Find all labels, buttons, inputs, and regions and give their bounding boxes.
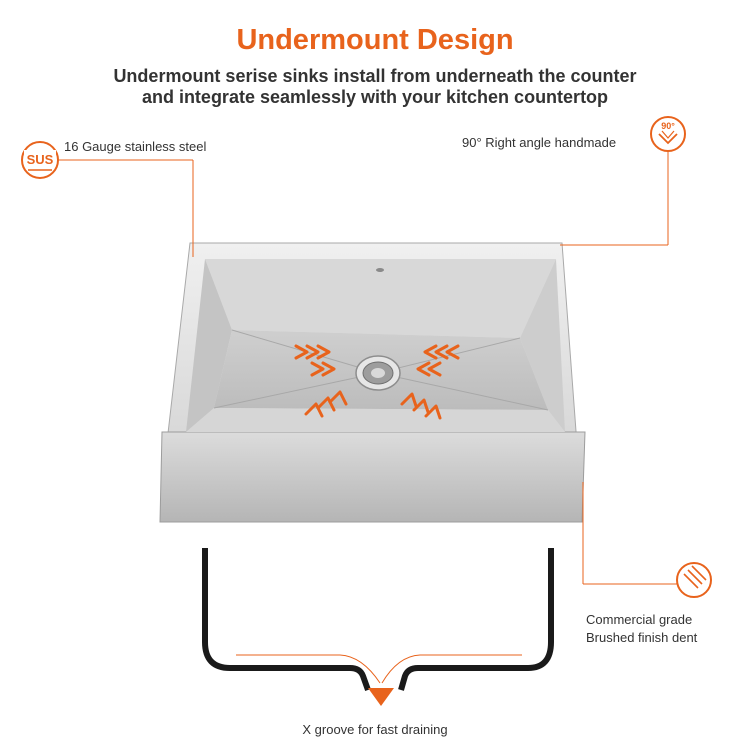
page-subtitle: Undermount serise sinks install from und…: [0, 66, 750, 108]
page-title: Undermount Design: [236, 24, 514, 56]
brushed-lines-icon: [676, 562, 712, 598]
svg-text:90°: 90°: [661, 121, 675, 131]
flow-arrows: [294, 344, 460, 420]
callout-angle: 90°: [560, 116, 686, 246]
callout-steel: SUS: [21, 141, 194, 257]
sink-bowl-left-wall: [186, 259, 232, 432]
flow-arrow-bottom-left: [304, 390, 348, 418]
sink-apron: [159, 431, 586, 523]
groove-line-right-top: [377, 337, 521, 374]
sink-illustration: [159, 242, 586, 523]
sink-bowl-right-wall: [520, 259, 565, 432]
callout-finish: [582, 482, 712, 598]
drain-arrow-icon: [368, 688, 394, 706]
sink-bowl-back-wall: [205, 259, 556, 338]
subtitle-line-1: Undermount serise sinks install from und…: [113, 66, 637, 86]
callout-groove-text: X groove for fast draining: [302, 722, 448, 737]
faucet-hole: [376, 268, 384, 272]
sink-profile: [202, 548, 554, 706]
callout-finish-text: Commercial grade Brushed finish dent: [586, 611, 697, 647]
groove-line-left-bottom: [213, 372, 379, 409]
callout-finish-line-1: Commercial grade: [586, 612, 693, 627]
groove-curve-right: [381, 654, 522, 684]
flow-arrow-top-right: [416, 344, 460, 377]
subtitle-line-2: and integrate seamlessly with your kitch…: [141, 87, 609, 107]
callout-angle-text: 90° Right angle handmade: [462, 135, 617, 150]
groove-curve-left: [236, 654, 381, 684]
right-angle-icon: 90°: [650, 116, 686, 152]
sink-bowl-front-lip: [186, 408, 565, 432]
callout-finish-line-2: Brushed finish dent: [586, 630, 698, 645]
drain: [355, 355, 401, 391]
groove-line-right-bottom: [377, 372, 549, 411]
flow-arrow-bottom-right: [400, 392, 442, 420]
flow-arrow-top-left: [294, 344, 336, 377]
sus-badge-icon: SUS: [21, 141, 59, 179]
profile-outline: [202, 548, 554, 692]
svg-text:SUS: SUS: [27, 152, 54, 167]
callout-steel-text: 16 Gauge stainless steel: [64, 139, 207, 154]
